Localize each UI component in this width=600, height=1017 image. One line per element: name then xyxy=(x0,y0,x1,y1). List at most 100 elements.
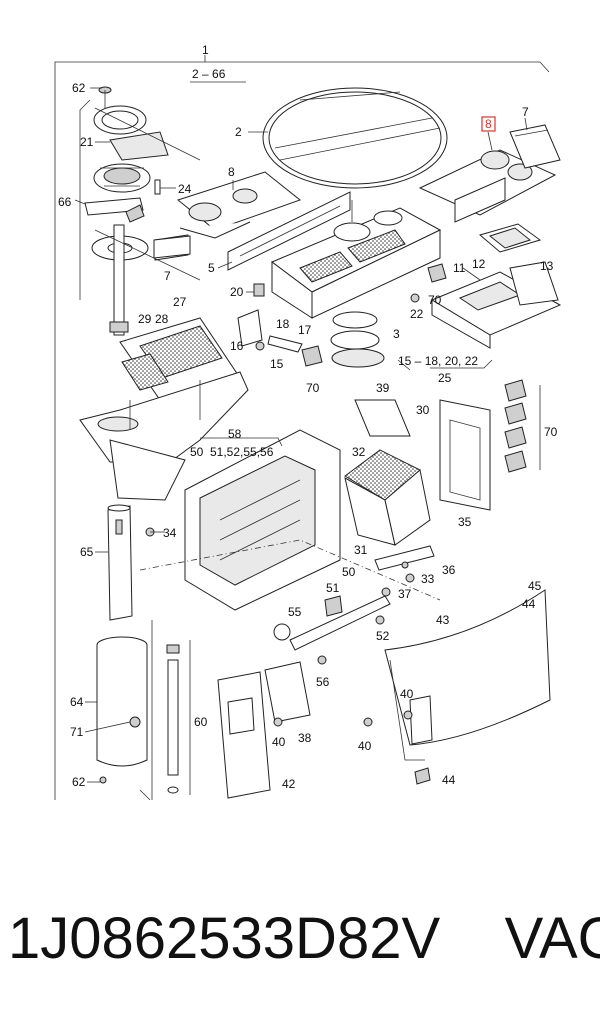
callout-51-56: 51,52,55,56 xyxy=(210,445,274,459)
callout-38: 38 xyxy=(298,731,312,745)
part-39-cover xyxy=(354,399,411,437)
callout-40-left: 40 xyxy=(358,739,372,753)
part-65-tube xyxy=(107,504,133,621)
callout-25: 25 xyxy=(438,371,452,385)
callout-40-right: 40 xyxy=(400,687,414,701)
callout-42: 42 xyxy=(282,777,296,791)
upper-housing xyxy=(79,371,249,501)
callout-66: 66 xyxy=(58,195,72,209)
callout-8-highlighted: 8 xyxy=(485,117,492,131)
assembly-frame xyxy=(54,55,550,801)
callout-50-b: 50 xyxy=(342,565,356,579)
callout-range-15-22: 15 – 18, 20, 22 xyxy=(398,354,478,368)
callout-52: 52 xyxy=(376,629,390,643)
part-16-bracket xyxy=(237,309,265,351)
callout-labels: 1 2 – 66 62 21 24 66 7 2 8 8 7 5 11 12 1… xyxy=(58,43,558,791)
callout-2-66: 2 – 66 xyxy=(192,67,226,81)
part-50-bracket xyxy=(273,595,391,665)
exploded-parts-diagram: 1 2 – 66 62 21 24 66 7 2 8 8 7 5 11 12 1… xyxy=(54,43,562,801)
part-40-screws xyxy=(273,710,413,727)
callout-28: 28 xyxy=(155,312,169,326)
callout-51: 51 xyxy=(326,581,340,595)
part-42-panel xyxy=(217,671,271,799)
callout-40-mid: 40 xyxy=(272,735,286,749)
part-58-frame xyxy=(139,429,441,611)
callout-64: 64 xyxy=(70,695,84,709)
part-37-screw xyxy=(381,587,391,597)
callout-1: 1 xyxy=(202,43,209,57)
part-18-plate xyxy=(267,335,303,353)
part-70-clip-b xyxy=(301,345,323,367)
part-29-mat xyxy=(121,353,169,391)
callout-39: 39 xyxy=(376,381,390,395)
callout-7-left: 7 xyxy=(164,269,171,283)
callout-21: 21 xyxy=(80,135,94,149)
callout-24: 24 xyxy=(178,182,192,196)
part-38-cover xyxy=(264,661,311,723)
callout-44-top: 44 xyxy=(522,597,536,611)
callout-2: 2 xyxy=(235,125,242,139)
callout-31: 31 xyxy=(354,543,368,557)
callout-62: 62 xyxy=(72,81,86,95)
callout-15: 15 xyxy=(270,357,284,371)
callout-37: 37 xyxy=(398,587,412,601)
central-tray xyxy=(271,200,442,319)
callout-36: 36 xyxy=(442,563,456,577)
callout-45: 45 xyxy=(528,579,542,593)
callout-27: 27 xyxy=(173,295,187,309)
callout-29: 29 xyxy=(138,312,152,326)
leader-lines xyxy=(74,87,528,783)
callout-12: 12 xyxy=(472,257,486,271)
part-64-cylinder xyxy=(96,636,148,784)
part-36-rail xyxy=(374,545,435,571)
callout-43: 43 xyxy=(436,613,450,627)
callout-70-c: 70 xyxy=(544,425,558,439)
callout-8-left: 8 xyxy=(228,165,235,179)
callout-32: 32 xyxy=(352,445,366,459)
part-3-rings xyxy=(330,311,385,368)
part-60-rod xyxy=(151,620,191,800)
brand-label: VAG xyxy=(504,906,600,971)
part-20-bolt xyxy=(253,283,265,297)
part-70-clip-a xyxy=(427,263,447,283)
callout-22: 22 xyxy=(410,307,424,321)
part-2-round-cover xyxy=(262,87,448,189)
callout-58: 58 xyxy=(228,427,242,441)
callout-62-bottom: 62 xyxy=(72,775,86,789)
part-70-clips-column xyxy=(504,379,527,473)
callout-11: 11 xyxy=(453,261,466,275)
callout-5: 5 xyxy=(208,261,215,275)
callout-50-a: 50 xyxy=(190,445,204,459)
part-number: 1J0862533D82V xyxy=(8,906,441,971)
callout-65: 65 xyxy=(80,545,94,559)
part-22-screw xyxy=(410,293,420,303)
callout-16: 16 xyxy=(230,339,244,353)
callout-34: 34 xyxy=(163,526,177,540)
callout-70-b: 70 xyxy=(306,381,320,395)
callout-30: 30 xyxy=(416,403,430,417)
part-7-left-strip xyxy=(153,235,191,259)
callout-44-bottom: 44 xyxy=(442,773,456,787)
part-33-screw xyxy=(405,573,415,583)
part-30-frame xyxy=(439,399,491,511)
callout-33: 33 xyxy=(421,572,435,586)
part-13-strip xyxy=(509,261,559,306)
callout-56: 56 xyxy=(316,675,330,689)
part-32-bin xyxy=(344,449,431,546)
callout-17: 17 xyxy=(298,323,312,337)
callout-35: 35 xyxy=(458,515,472,529)
callout-20: 20 xyxy=(230,285,244,299)
part-43-curved-panel xyxy=(384,589,551,785)
callout-71: 71 xyxy=(70,725,84,739)
callout-13: 13 xyxy=(540,259,554,273)
callout-18: 18 xyxy=(276,317,290,331)
footer-part-code-line: 1J0862533D82V VAG xyxy=(8,905,600,972)
callout-70-a: 70 xyxy=(428,293,442,307)
callout-55: 55 xyxy=(288,605,302,619)
part-7-right-strip xyxy=(509,124,561,169)
part-8-left-insert xyxy=(176,171,302,239)
callout-3: 3 xyxy=(393,327,400,341)
callout-60: 60 xyxy=(194,715,208,729)
part-12-cup-insert xyxy=(478,223,542,253)
callout-7-right: 7 xyxy=(522,105,529,119)
